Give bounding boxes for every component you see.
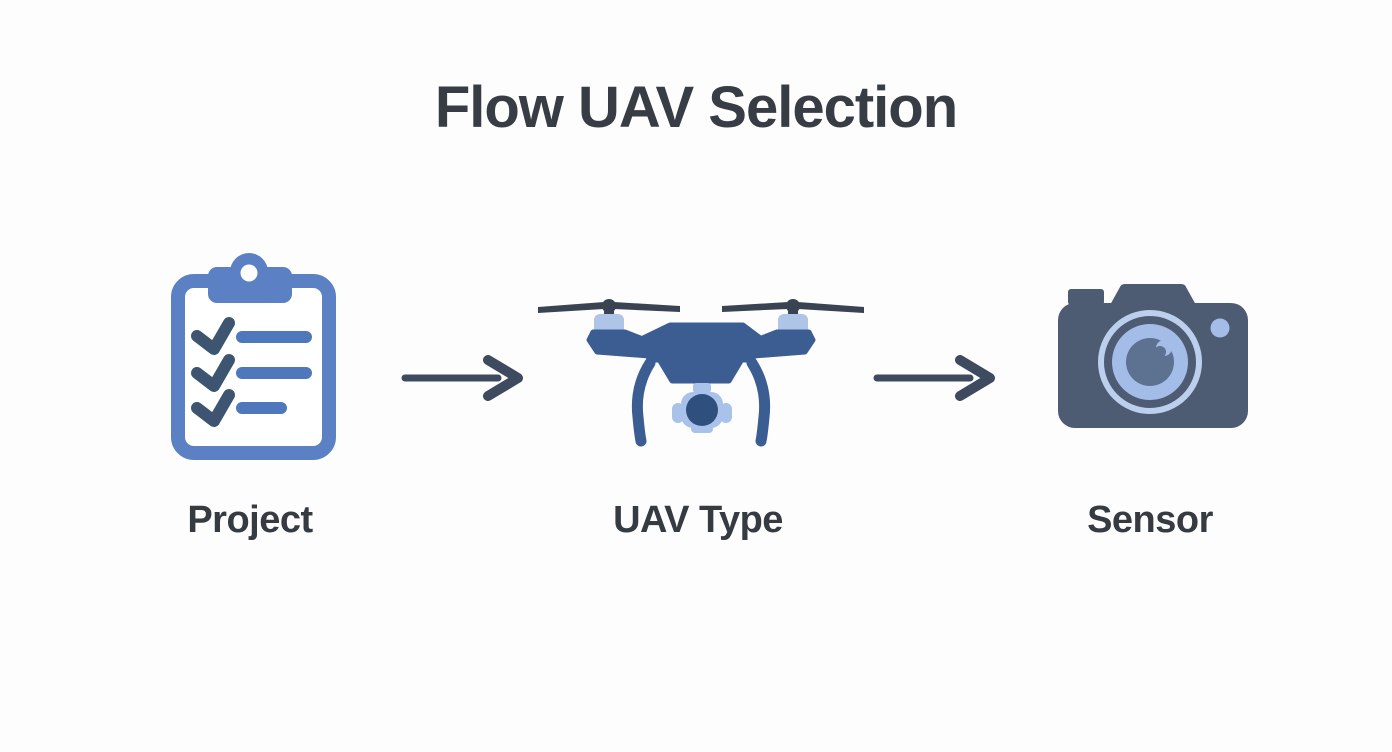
- drone-icon: [538, 299, 864, 447]
- step-label-sensor: Sensor: [1087, 499, 1213, 541]
- page-title: Flow UAV Selection: [434, 75, 958, 140]
- camera-icon: [1058, 284, 1248, 428]
- arrow-right-icon: [873, 355, 995, 401]
- clipboard-checklist-icon: [171, 253, 336, 460]
- step-label-project: Project: [187, 499, 313, 541]
- arrow-right-icon: [401, 355, 523, 401]
- step-label-uav-type: UAV Type: [613, 499, 783, 541]
